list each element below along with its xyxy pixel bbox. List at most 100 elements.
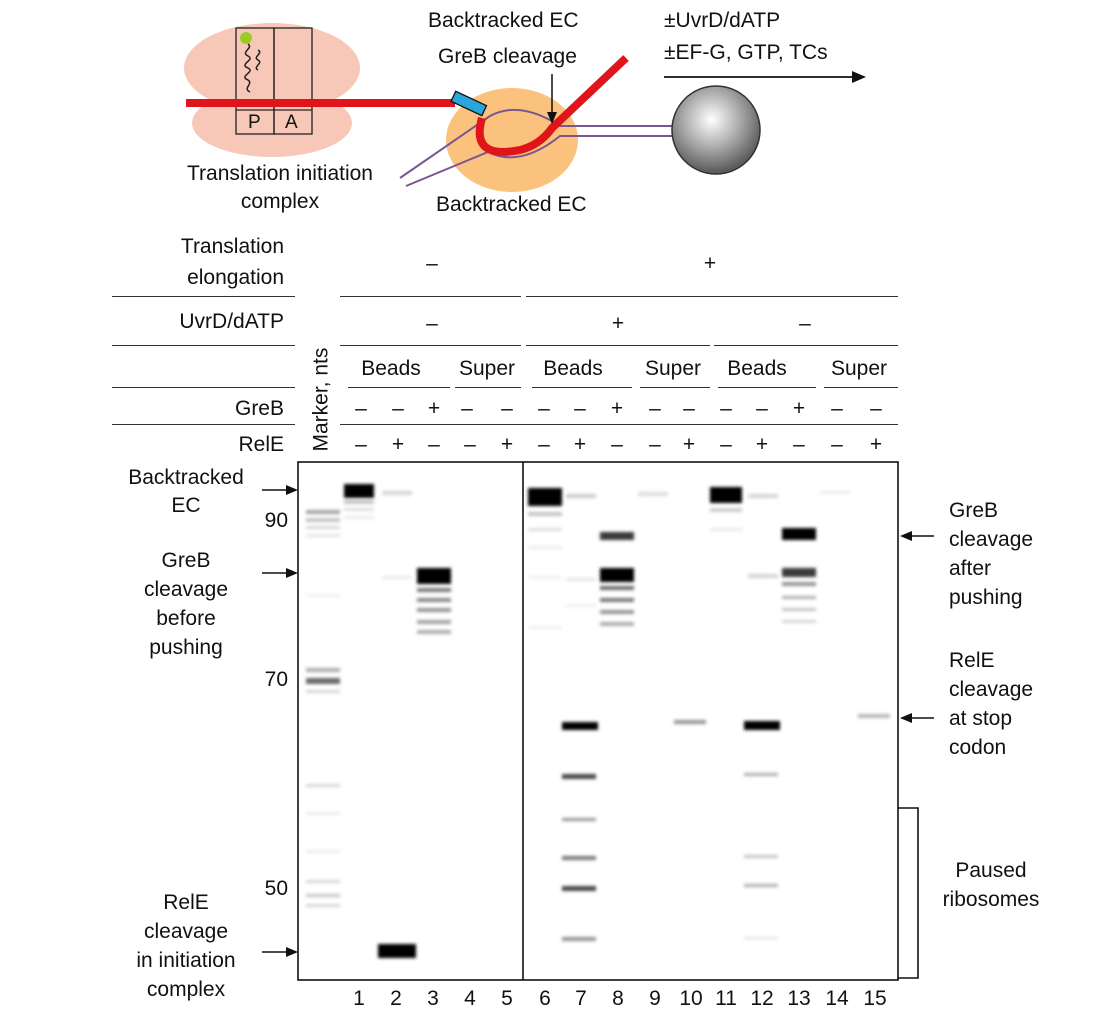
fraction-label-beads-2: Beads [543, 357, 603, 380]
rele-lane-12: + [755, 433, 769, 456]
greb-lane-4: – [461, 397, 473, 420]
rele-lane-15: + [869, 433, 883, 456]
greb-lane-11: – [720, 397, 732, 420]
annotation-greb-after-4: pushing [949, 586, 1023, 609]
paused-ribosomes-bracket [898, 807, 919, 979]
initiation-complex-label-1: Translation initiation [187, 162, 373, 185]
annotation-rele-stop-1: RelE [949, 649, 995, 672]
greb-lane-13: + [792, 397, 806, 420]
annotation-greb-after-2: cleavage [949, 528, 1034, 551]
annotation-paused-2: ribosomes [942, 888, 1040, 911]
greb-lane-2: – [392, 397, 404, 420]
greb-lane-8: + [610, 397, 624, 420]
marker-size-90: 90 [264, 509, 288, 532]
rele-lane-5: + [500, 433, 514, 456]
rele-lane-1: – [355, 433, 367, 456]
rele-lane-14: – [831, 433, 843, 456]
annotation-rele-stop-2: cleavage [949, 678, 1034, 701]
lane-number-10: 10 [679, 987, 703, 1010]
annotation-rele-initiation-1: RelE [163, 891, 209, 914]
greb-lane-14: – [831, 397, 843, 420]
linker-tag [450, 90, 488, 117]
lane-number-13: 13 [787, 987, 811, 1010]
ribosome-large-subunit [184, 23, 360, 113]
annotation-greb-after-1: GreB [949, 499, 999, 522]
greb-lane-12: – [756, 397, 768, 420]
rele-lane-4: – [464, 433, 476, 456]
elongation-value-minus: – [426, 252, 438, 275]
annotation-backtracked-2: EC [171, 494, 201, 517]
ribosome-a-site-box [273, 27, 313, 135]
lane-number-1: 1 [353, 987, 365, 1010]
rele-row-label: RelE [238, 433, 284, 456]
greb-lane-6: – [538, 397, 550, 420]
fraction-label-beads-1: Beads [361, 357, 421, 380]
elongation-value-plus: + [703, 252, 717, 275]
lane-number-11: 11 [715, 987, 737, 1010]
fraction-label-super-3: Super [830, 357, 888, 380]
annotation-greb-after-3: after [949, 557, 992, 580]
initiation-complex-label-2: complex [240, 190, 320, 213]
site-p-label: P [248, 112, 261, 133]
greb-lane-7: – [574, 397, 586, 420]
greb-cleavage-label: GreB cleavage [438, 45, 577, 68]
annotation-rele-initiation-3: in initiation [136, 949, 236, 972]
rele-lane-10: + [682, 433, 696, 456]
uvrd-value-3: – [799, 312, 811, 335]
site-a-label: A [285, 112, 298, 133]
uvrd-value-2: + [611, 312, 625, 335]
top-backtracked-label: Backtracked EC [428, 9, 579, 32]
schematic-diagram [184, 23, 866, 192]
translation-elongation-label-1: Translation [180, 235, 284, 258]
annotation-greb-before-4: pushing [149, 636, 223, 659]
annotation-rele-initiation-2: cleavage [143, 920, 229, 943]
annotation-greb-before-2: cleavage [143, 578, 229, 601]
efg-condition-label: ±EF-G, GTP, TCs [664, 41, 828, 64]
lane-number-14: 14 [825, 987, 849, 1010]
rele-lane-8: – [611, 433, 623, 456]
lane-number-7: 7 [575, 987, 587, 1010]
lane-number-8: 8 [612, 987, 624, 1010]
nascent-peptide [244, 43, 251, 93]
streptavidin-bead [671, 85, 761, 175]
rele-lane-7: + [573, 433, 587, 456]
greb-row-label: GreB [234, 397, 284, 420]
bottom-backtracked-label: Backtracked EC [436, 193, 587, 216]
rele-lane-3: – [428, 433, 440, 456]
uvrd-row-label: UvrD/dATP [179, 310, 284, 333]
fraction-label-super-1: Super [458, 357, 516, 380]
greb-lane-1: – [355, 397, 367, 420]
uvrd-value-1: – [426, 312, 438, 335]
translation-elongation-label-2: elongation [187, 266, 284, 289]
greb-lane-9: – [649, 397, 661, 420]
annotation-greb-before-3: before [156, 607, 216, 630]
greb-lane-5: – [501, 397, 513, 420]
annotation-rele-initiation-4: complex [146, 978, 226, 1001]
rele-lane-2: + [391, 433, 405, 456]
marker-size-70: 70 [264, 668, 288, 691]
rele-lane-11: – [720, 433, 732, 456]
annotation-backtracked-1: Backtracked [128, 466, 244, 489]
lane-number-9: 9 [649, 987, 661, 1010]
greb-lane-3: + [427, 397, 441, 420]
lane-number-12: 12 [750, 987, 774, 1010]
annotation-rele-stop-3: at stop [949, 707, 1013, 730]
annotation-greb-before-1: GreB [161, 549, 211, 572]
marker-size-50: 50 [264, 877, 288, 900]
annotation-rele-stop-4: codon [949, 736, 1007, 759]
lane-number-4: 4 [464, 987, 476, 1010]
greb-lane-15: – [870, 397, 882, 420]
rele-lane-13: – [793, 433, 805, 456]
transcript-rna [475, 55, 629, 156]
peptide-start-dot [240, 32, 252, 44]
lane-number-3: 3 [427, 987, 439, 1010]
fraction-label-super-2: Super [644, 357, 702, 380]
lane-number-15: 15 [863, 987, 887, 1010]
annotation-paused-1: Paused [955, 859, 1027, 882]
lane-number-5: 5 [501, 987, 513, 1010]
fraction-label-beads-3: Beads [727, 357, 787, 380]
rele-lane-6: – [538, 433, 550, 456]
lane-number-2: 2 [390, 987, 402, 1010]
lane-number-6: 6 [539, 987, 551, 1010]
